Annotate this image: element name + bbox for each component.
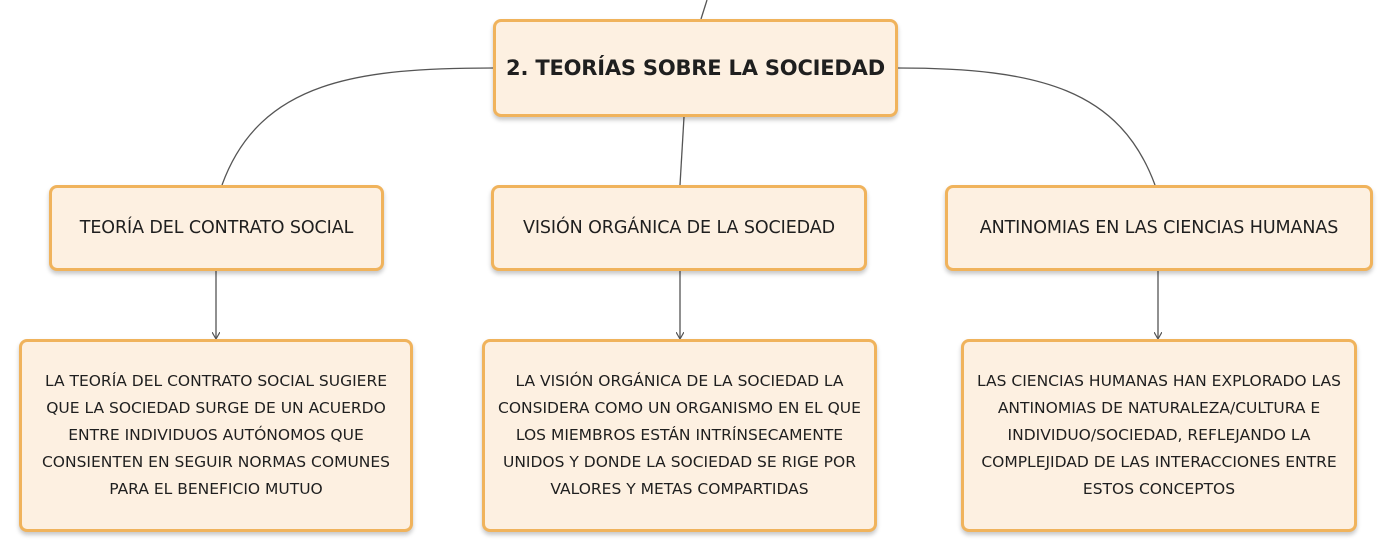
root-node-label: 2. TEORÍAS SOBRE LA SOCIEDAD bbox=[506, 56, 885, 80]
leaf-node-text: LA VISIÓN ORGÁNICA DE LA SOCIEDAD LA CON… bbox=[498, 372, 861, 498]
topic-node-label: ANTINOMIAS EN LAS CIENCIAS HUMANAS bbox=[979, 218, 1339, 238]
topic-node-vision-organica[interactable]: VISIÓN ORGÁNICA DE LA SOCIEDAD bbox=[491, 185, 867, 271]
connector-root-to-topic-2 bbox=[679, 116, 685, 186]
leaf-node-vision-organica[interactable]: LA VISIÓN ORGÁNICA DE LA SOCIEDAD LA CON… bbox=[482, 339, 877, 532]
connector-root-to-topic-3 bbox=[897, 67, 1156, 186]
leaf-node-text: LAS CIENCIAS HUMANAS HAN EXPLORADO LAS A… bbox=[977, 372, 1341, 498]
root-node[interactable]: 2. TEORÍAS SOBRE LA SOCIEDAD bbox=[493, 19, 898, 117]
connector-root-to-topic-1 bbox=[221, 67, 494, 186]
connector-parent-to-root bbox=[700, 0, 708, 20]
topic-node-label: VISIÓN ORGÁNICA DE LA SOCIEDAD bbox=[522, 218, 836, 238]
leaf-node-contrato-social[interactable]: LA TEORÍA DEL CONTRATO SOCIAL SUGIERE QU… bbox=[19, 339, 413, 532]
topic-node-antinomias[interactable]: ANTINOMIAS EN LAS CIENCIAS HUMANAS bbox=[945, 185, 1373, 271]
topic-node-contrato-social[interactable]: TEORÍA DEL CONTRATO SOCIAL bbox=[49, 185, 384, 271]
leaf-node-antinomias[interactable]: LAS CIENCIAS HUMANAS HAN EXPLORADO LAS A… bbox=[961, 339, 1357, 532]
leaf-node-text: LA TEORÍA DEL CONTRATO SOCIAL SUGIERE QU… bbox=[41, 372, 391, 498]
topic-node-label: TEORÍA DEL CONTRATO SOCIAL bbox=[79, 218, 354, 238]
